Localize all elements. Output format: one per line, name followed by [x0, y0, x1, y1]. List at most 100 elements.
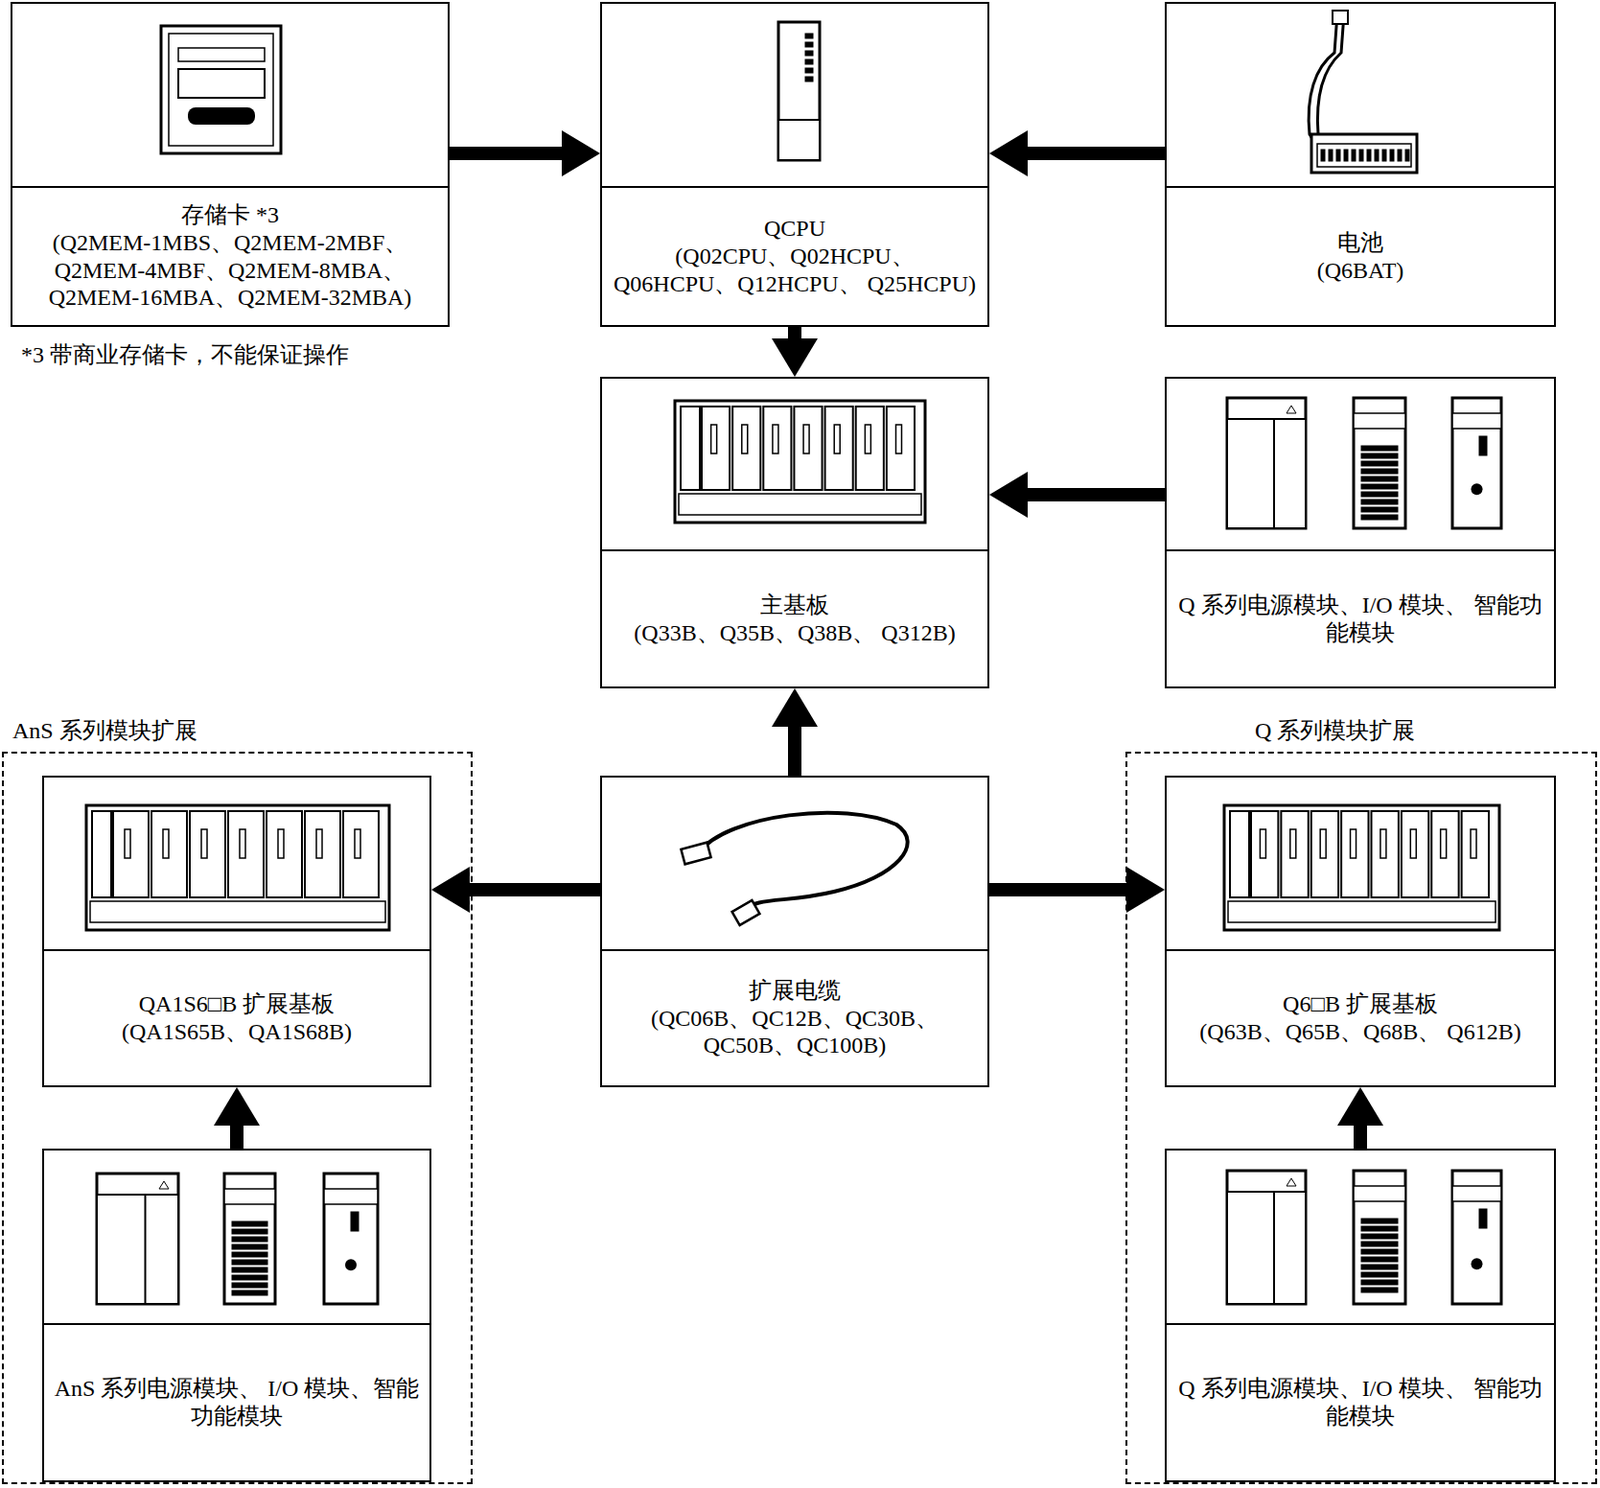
outline [1361, 1226, 1398, 1231]
group-heading: AnS 系列模块扩展 [9, 717, 201, 745]
outline [1405, 149, 1410, 162]
arrow-head [1126, 866, 1165, 913]
outline [1440, 829, 1447, 858]
outline [162, 829, 169, 858]
outline [1361, 476, 1398, 482]
outline [231, 1275, 268, 1280]
outline [803, 424, 810, 454]
outline [778, 119, 820, 161]
battery-icon [1308, 10, 1417, 173]
flow-arrow [771, 326, 818, 377]
arrow-head [771, 338, 818, 377]
part-name: Q6□B 扩展基板 [1282, 990, 1438, 1019]
outline [1224, 805, 1500, 930]
outline [1361, 484, 1398, 489]
arrow-head [561, 130, 601, 177]
outline [1371, 811, 1399, 898]
outline [1280, 811, 1308, 898]
outline [231, 1244, 268, 1250]
outline [239, 829, 246, 858]
outline [1361, 1233, 1398, 1239]
outline [772, 424, 779, 454]
outline [742, 424, 748, 454]
outline [1361, 461, 1398, 466]
q-modules-icon [1227, 397, 1502, 529]
outline [1251, 811, 1278, 898]
component-box: AnS 系列电源模块、 I/O 模块、智能功能模块 [42, 1148, 432, 1483]
arrow-head [989, 130, 1028, 177]
outline [678, 493, 922, 515]
component-box: 存储卡 *3(Q2MEM-1MBS、Q2MEM-2MBF、 Q2MEM-4MBF… [10, 1, 450, 327]
outline [124, 829, 131, 858]
outline [1336, 149, 1341, 162]
outline [354, 829, 361, 858]
outline [1229, 811, 1250, 898]
outline [1452, 1185, 1502, 1202]
outline [168, 33, 274, 146]
component-box: QA1S6□B 扩展基板(QA1S65B、QA1S68B) [42, 775, 432, 1088]
outline [896, 424, 903, 454]
label-area: QCPU(Q02CPU、Q02HCPU、 Q06HCPU、Q12HCPU、 Q2… [602, 185, 988, 325]
outline [732, 900, 761, 926]
outline [701, 406, 730, 490]
module-group: AnS 系列模块扩展QA1S6□B 扩展基板(QA1S65B、QA1S68B)A… [1, 751, 473, 1485]
outline [805, 76, 813, 82]
outline [86, 805, 390, 930]
outline [1351, 149, 1356, 162]
model-list: (QC06B、QC12B、QC30B、 QC50B、QC100B) [611, 1004, 978, 1061]
outline [231, 1259, 268, 1265]
outline [231, 1267, 268, 1273]
arrow-head [431, 866, 470, 913]
ans-modules-icon [96, 1173, 378, 1304]
part-name: 扩展电缆 [748, 976, 841, 1005]
outline [1290, 829, 1297, 858]
outline [711, 424, 718, 454]
component-box: Q 系列电源模块、I/O 模块、 智能功能模块 [1164, 376, 1556, 689]
arrow-shaft [467, 882, 601, 897]
outline [231, 1228, 268, 1234]
outline [1227, 418, 1306, 529]
outline [1361, 514, 1398, 520]
part-name: 存储卡 *3 [181, 201, 279, 230]
outline [231, 1252, 268, 1257]
outline [1461, 811, 1489, 898]
arrow-shaft [1353, 1123, 1368, 1149]
outline [1353, 397, 1406, 529]
label-area: 电池(Q6BAT) [1166, 185, 1554, 325]
outline [1361, 1287, 1398, 1293]
outline [680, 842, 711, 865]
outline [1452, 397, 1502, 529]
outline [304, 811, 341, 898]
arrow-head [989, 471, 1028, 518]
outline [1320, 829, 1326, 858]
component-box: 主基板(Q33B、Q35B、Q38B、 Q312B) [600, 376, 990, 689]
outline [1397, 149, 1402, 162]
outline [1227, 1191, 1306, 1304]
outline [864, 424, 871, 454]
outline [1227, 397, 1306, 529]
outline [224, 1173, 276, 1304]
outline [1479, 1208, 1487, 1229]
arrow-head [771, 688, 818, 727]
connector-dot [345, 1258, 357, 1271]
outline [805, 42, 813, 47]
label-area: Q6□B 扩展基板(Q63B、Q65B、Q68B、 Q612B) [1166, 949, 1554, 1086]
cable [699, 812, 908, 911]
footnote: *3 带商业存储卡，不能保证操作 [21, 341, 349, 370]
outline [1374, 149, 1379, 162]
outline [1361, 1218, 1398, 1224]
label-area: QA1S6□B 扩展基板(QA1S65B、QA1S68B) [44, 949, 430, 1086]
outline [1361, 1249, 1398, 1254]
outline [1361, 453, 1398, 459]
model-list: (Q63B、Q65B、Q68B、 Q612B) [1199, 1018, 1521, 1046]
outline [1332, 10, 1348, 24]
q-extension-modules-icon [1227, 1170, 1502, 1304]
part-name: QCPU [764, 214, 826, 243]
arrow-shaft [788, 326, 802, 341]
led [159, 1181, 169, 1189]
component-box: 电池(Q6BAT) [1164, 1, 1556, 327]
ans-extension-base-icon [86, 805, 390, 930]
outline [278, 829, 284, 858]
flow-arrow [1337, 1087, 1384, 1149]
outline [96, 1194, 179, 1304]
